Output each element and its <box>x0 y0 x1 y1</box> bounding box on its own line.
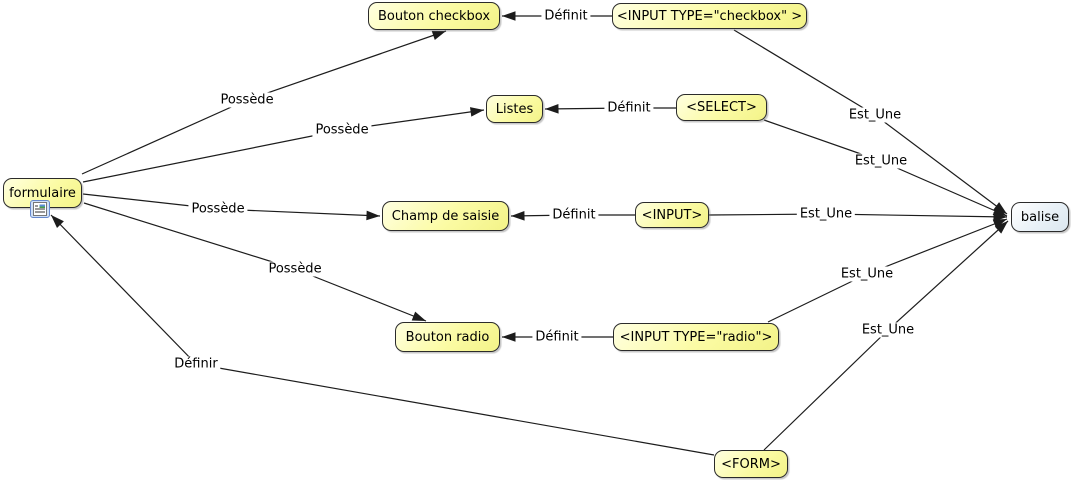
edge-label-possede-listes[interactable]: Possède <box>312 122 372 138</box>
edge-line <box>866 218 1008 275</box>
arrowhead-icon <box>366 210 380 221</box>
edge-line <box>294 268 427 322</box>
node-form[interactable]: <FORM> <box>714 450 788 478</box>
edge-label-possede-bouton-radio[interactable]: Possède <box>265 261 325 277</box>
node-bouton-radio[interactable]: Bouton radio <box>395 322 500 352</box>
node-input-radio[interactable]: <INPUT TYPE="radio"> <box>613 323 779 351</box>
edge-label-est-une-input[interactable]: Est_Une <box>796 206 856 222</box>
edge-line <box>246 30 447 101</box>
arrowhead-icon <box>470 107 484 117</box>
edge-label-definit-bouton-checkbox[interactable]: Définit <box>541 8 591 24</box>
edge-line <box>83 202 296 270</box>
node-input[interactable]: <INPUT> <box>635 202 709 228</box>
edge-label-definit-bouton-radio[interactable]: Définit <box>532 329 582 345</box>
edge-line <box>880 160 1008 217</box>
edge-line <box>887 220 1009 331</box>
arrowhead-icon <box>511 211 525 221</box>
edge-label-possede-champ-de-saisie[interactable]: Possède <box>188 201 248 217</box>
node-bouton-checkbox[interactable]: Bouton checkbox <box>368 2 500 30</box>
edge-line <box>733 29 876 116</box>
edge-label-est-une-input-checkbox[interactable]: Est_Une <box>845 107 905 123</box>
arrowhead-icon <box>431 30 446 40</box>
edge-label-possede-bouton-checkbox[interactable]: Possède <box>217 92 277 108</box>
edge-possede-listes[interactable] <box>82 107 485 183</box>
document-image-icon <box>30 200 50 218</box>
edge-definir-formulaire[interactable] <box>50 214 715 456</box>
arrowhead-icon <box>994 221 1008 234</box>
edge-line <box>81 99 248 175</box>
arrowhead-icon <box>993 202 1007 214</box>
node-input-checkbox[interactable]: <INPUT TYPE="checkbox" > <box>612 3 807 29</box>
edge-line <box>82 129 343 183</box>
edge-line <box>825 213 1008 218</box>
node-select[interactable]: <SELECT> <box>676 94 767 121</box>
edge-line <box>195 363 715 456</box>
node-balise[interactable]: balise <box>1011 202 1069 232</box>
edge-est-une-input-checkbox[interactable] <box>733 29 1008 215</box>
arrowhead-icon <box>502 11 516 21</box>
edge-est-une-form[interactable] <box>763 220 1009 451</box>
node-champ-de-saisie[interactable]: Champ de saisie <box>382 201 509 231</box>
edge-line <box>767 273 868 323</box>
edge-label-est-une-form[interactable]: Est_Une <box>858 322 918 338</box>
resource-icon[interactable] <box>30 200 50 218</box>
arrowhead-icon <box>411 311 426 321</box>
edge-label-definit-listes[interactable]: Définit <box>604 100 654 116</box>
edge-est-une-input[interactable] <box>708 212 1008 222</box>
edge-possede-bouton-checkbox[interactable] <box>81 30 447 175</box>
edge-line <box>874 114 1008 215</box>
arrowhead-icon <box>51 215 64 228</box>
edge-line <box>763 329 889 451</box>
arrowhead-icon <box>502 332 516 342</box>
node-listes[interactable]: Listes <box>486 95 543 123</box>
arrowhead-icon <box>545 104 559 114</box>
edge-label-est-une-input-radio[interactable]: Est_Une <box>837 266 897 282</box>
edge-possede-bouton-radio[interactable] <box>83 202 427 322</box>
edge-label-definir-formulaire[interactable]: Définir <box>171 356 221 372</box>
edge-label-definit-champ-de-saisie[interactable]: Définit <box>549 207 599 223</box>
edge-label-est-une-select[interactable]: Est_Une <box>851 153 911 169</box>
arrowhead-icon <box>993 212 1007 222</box>
edge-line <box>50 214 197 365</box>
